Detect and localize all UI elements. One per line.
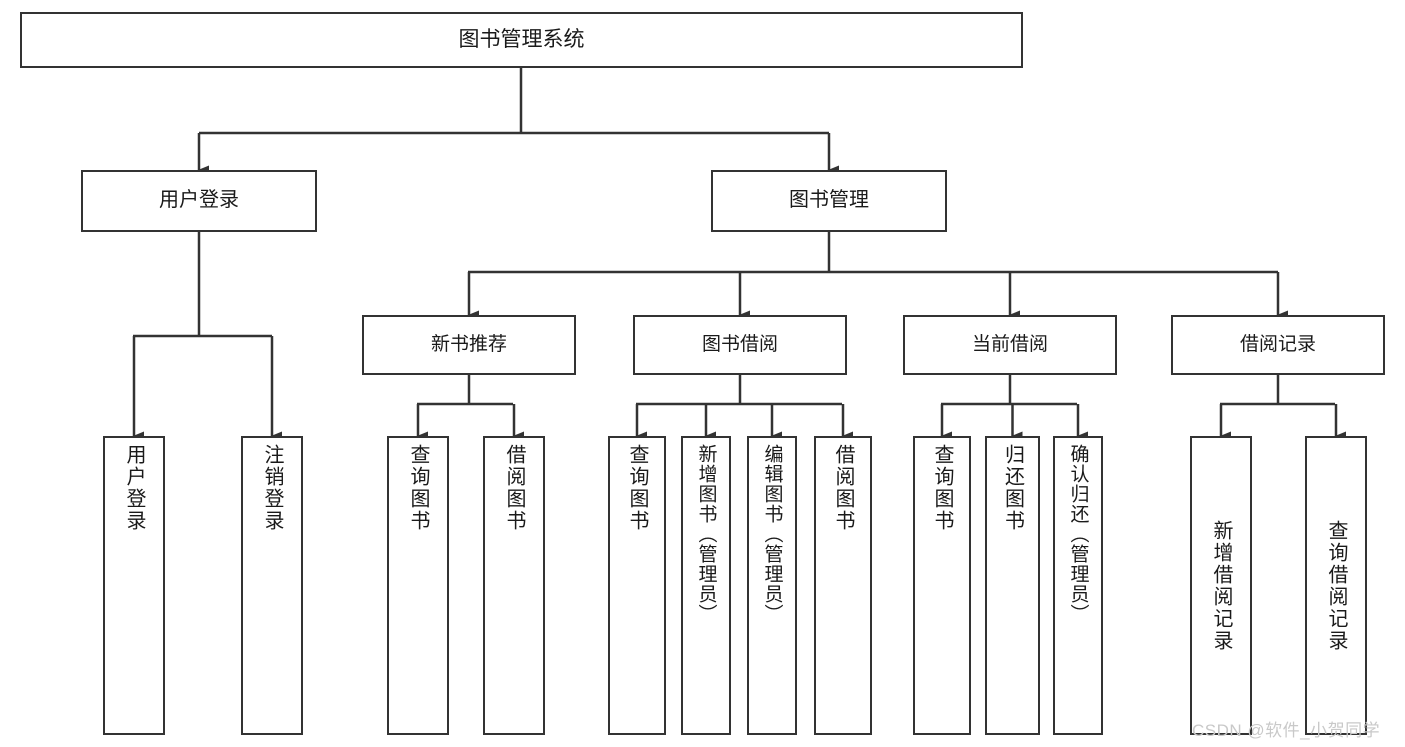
node-new-book-recommend[interactable]: 新书推荐 [362, 315, 576, 375]
node-label: 图书借阅 [701, 333, 778, 355]
node-leaf-logout-login[interactable]: 注销登录 [241, 436, 303, 735]
node-leaf-label: 注销登录 [261, 444, 283, 532]
node-leaf-confirm-return[interactable]: 确认归还（管理员） [1053, 436, 1103, 735]
node-leaf-query-book-2[interactable]: 查询图书 [608, 436, 666, 735]
node-leaf-label: 新增图书（管理员） [695, 444, 717, 624]
node-leaf-label: 用户登录 [123, 444, 145, 532]
node-label: 新书推荐 [430, 333, 507, 355]
node-leaf-label: 归还图书 [1001, 444, 1024, 532]
node-leaf-user-login[interactable]: 用户登录 [103, 436, 165, 735]
node-label: 用户登录 [159, 189, 239, 212]
node-leaf-query-book-1[interactable]: 查询图书 [387, 436, 449, 735]
node-leaf-query-record[interactable]: 查询借阅记录 [1305, 436, 1367, 735]
node-root-label: 图书管理系统 [458, 27, 585, 51]
node-leaf-add-record[interactable]: 新增借阅记录 [1190, 436, 1252, 735]
node-leaf-label: 确认归还（管理员） [1067, 444, 1089, 624]
node-current-borrow[interactable]: 当前借阅 [903, 315, 1117, 375]
node-leaf-label: 查询借阅记录 [1325, 519, 1347, 652]
node-leaf-borrow-book-2[interactable]: 借阅图书 [814, 436, 872, 735]
node-leaf-label: 查询图书 [626, 444, 648, 532]
node-leaf-label: 借阅图书 [832, 444, 854, 532]
node-leaf-label: 查询图书 [931, 444, 953, 532]
node-label: 当前借阅 [971, 333, 1048, 355]
node-user-login[interactable]: 用户登录 [81, 170, 317, 232]
connector-lines [132, 68, 1346, 441]
node-leaf-edit-book[interactable]: 编辑图书（管理员） [747, 436, 797, 735]
node-label: 借阅记录 [1239, 333, 1316, 355]
node-book-manage[interactable]: 图书管理 [711, 170, 947, 232]
node-leaf-query-book-3[interactable]: 查询图书 [913, 436, 971, 735]
node-leaf-borrow-book-1[interactable]: 借阅图书 [483, 436, 545, 735]
node-label: 图书管理 [789, 189, 869, 212]
node-leaf-label: 借阅图书 [503, 444, 525, 532]
node-leaf-return-book[interactable]: 归还图书 [985, 436, 1040, 735]
node-root-system[interactable]: 图书管理系统 [20, 12, 1023, 68]
node-borrow-record[interactable]: 借阅记录 [1171, 315, 1385, 375]
node-leaf-label: 编辑图书（管理员） [761, 444, 783, 624]
node-leaf-label: 查询图书 [407, 444, 429, 532]
node-book-borrow[interactable]: 图书借阅 [633, 315, 847, 375]
node-leaf-add-book[interactable]: 新增图书（管理员） [681, 436, 731, 735]
node-leaf-label: 新增借阅记录 [1210, 519, 1232, 652]
